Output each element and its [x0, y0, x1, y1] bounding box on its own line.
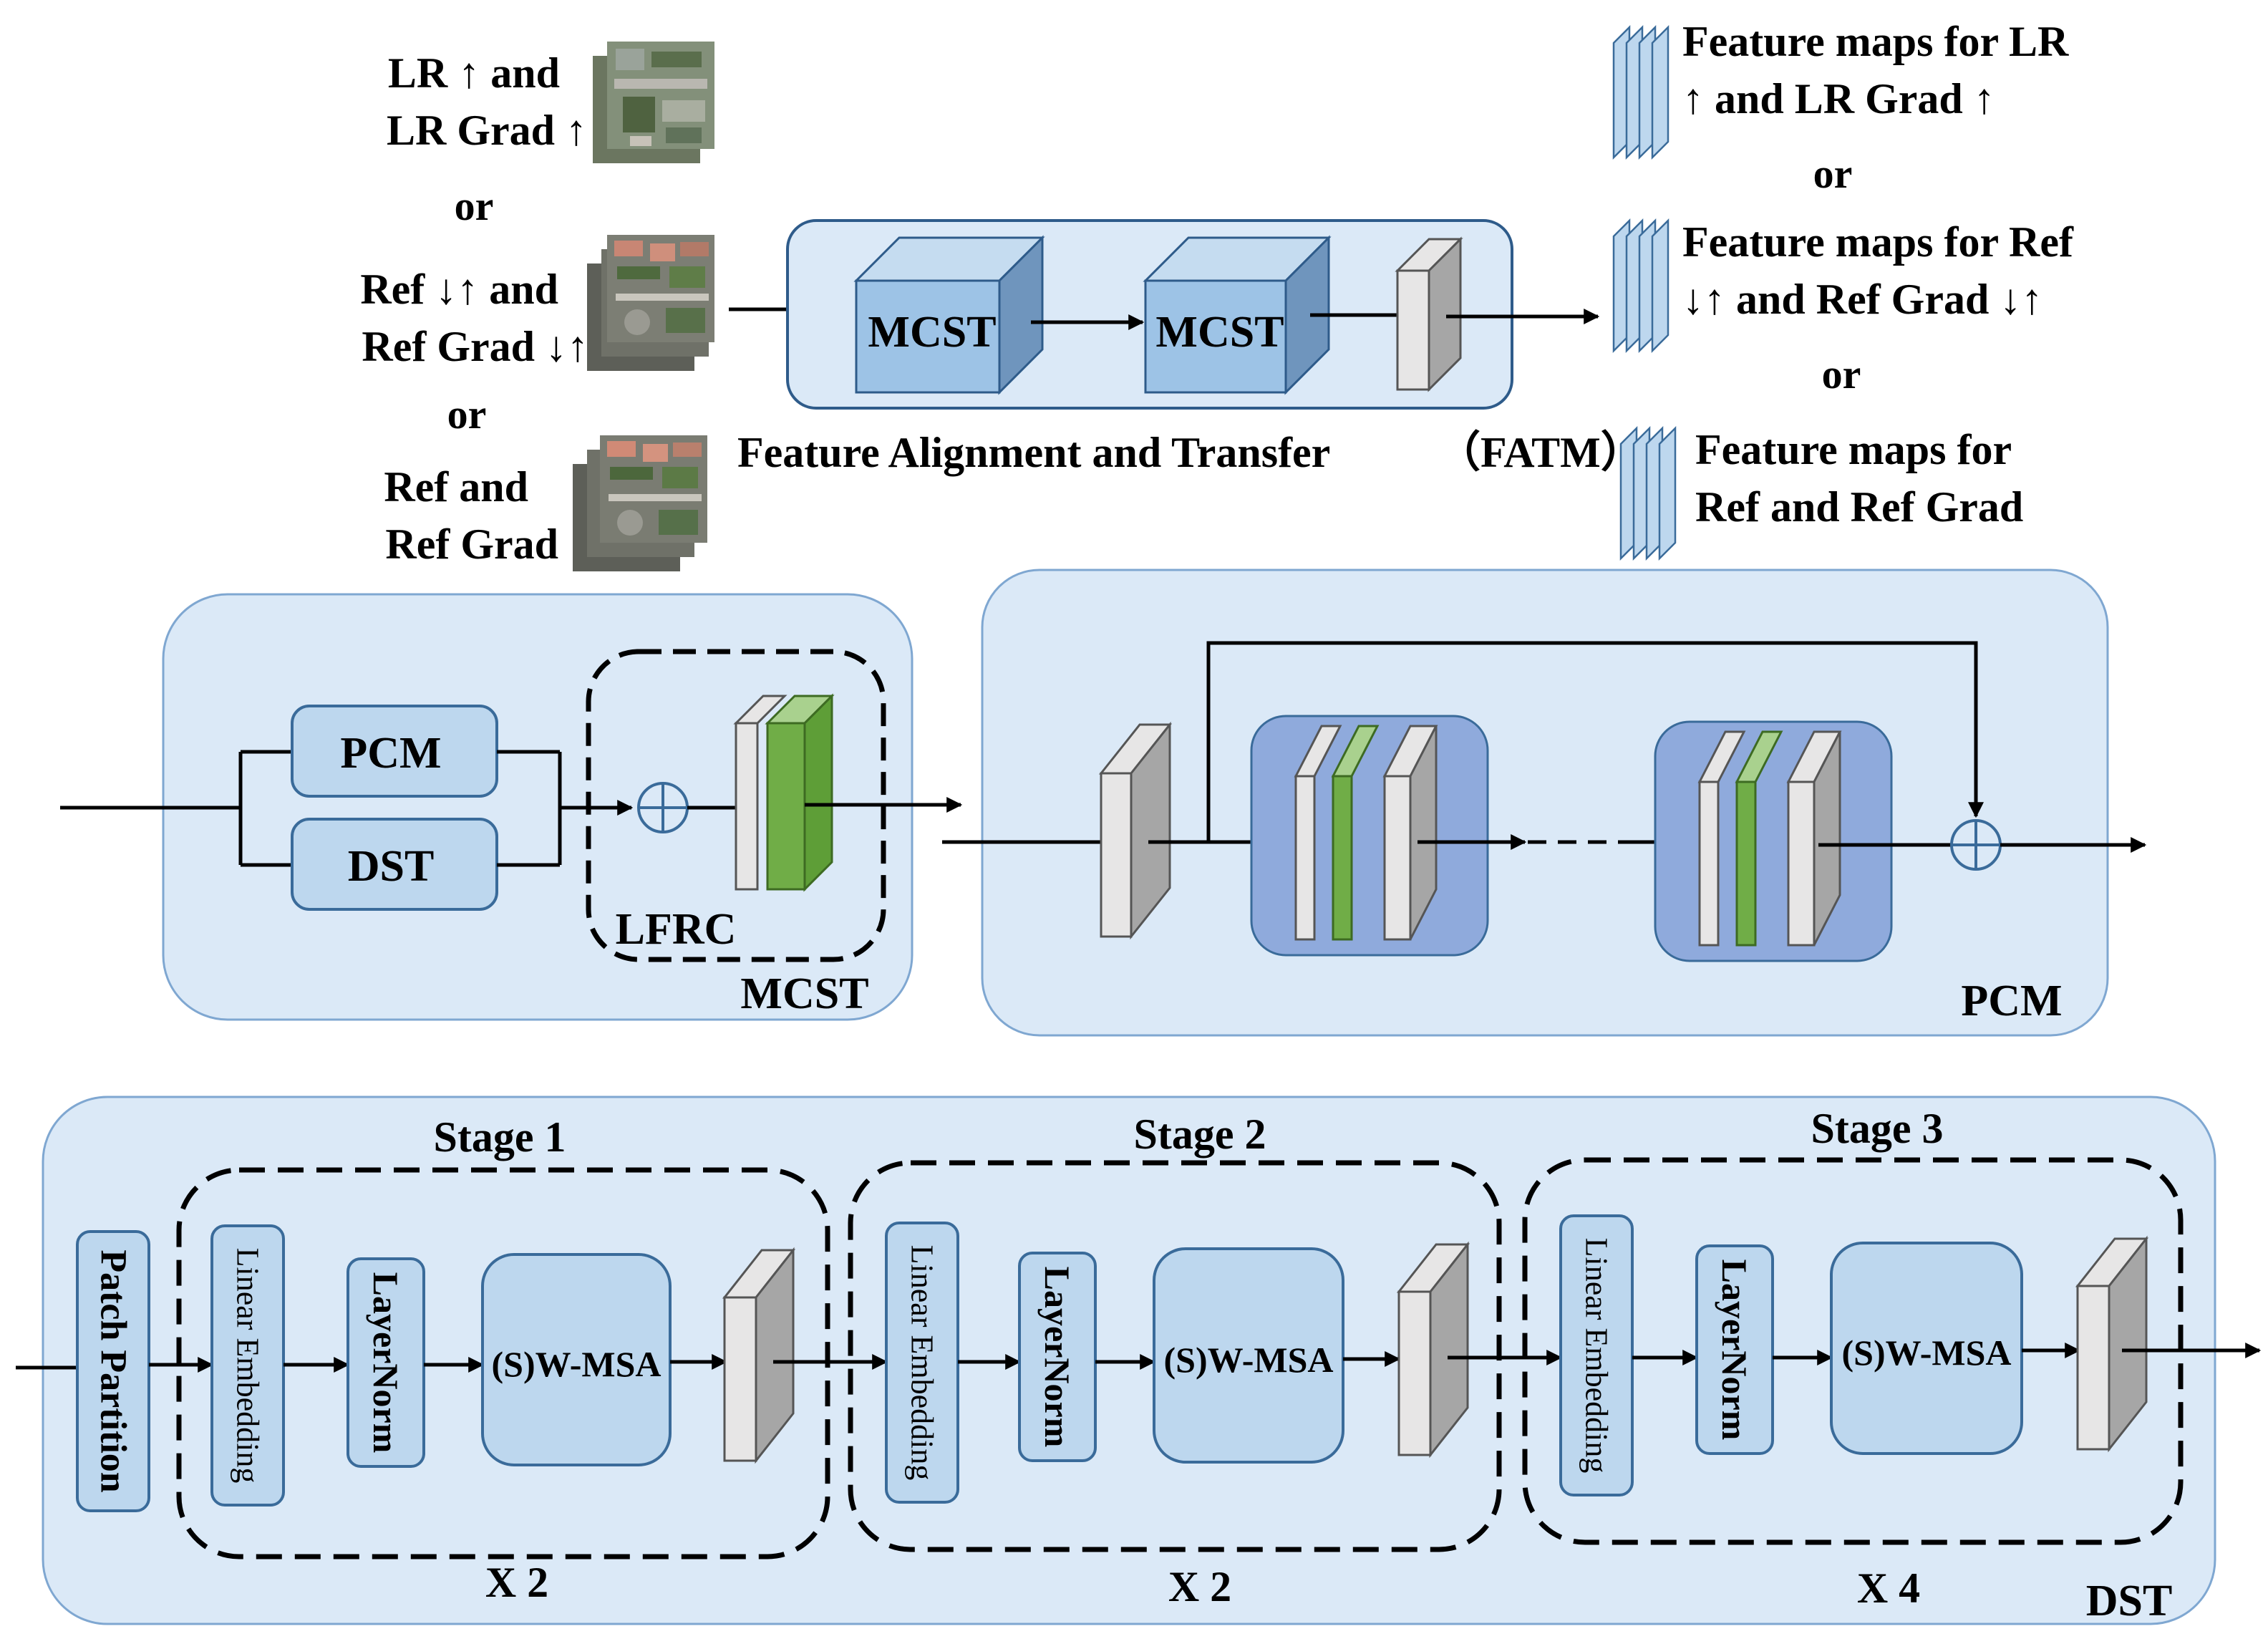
dst-title: DST	[2086, 1577, 2173, 1625]
stage-3-repeat: X 4	[1857, 1565, 1920, 1612]
lfrc-dashed-box	[586, 649, 886, 962]
stage-3-title: Stage 3	[1811, 1105, 1944, 1152]
input-or-1: or	[455, 183, 494, 229]
fatm-caption: Feature Alignment and Transfer	[737, 429, 1330, 476]
output-lr-line2: ↑ and LR Grad ↑	[1682, 75, 1995, 122]
stage-1-repeat: X 2	[485, 1559, 548, 1606]
output-ref-line2: Ref and Ref Grad	[1695, 483, 2023, 531]
satellite-image	[607, 235, 714, 342]
stage-1-layernorm-label: LayerNorm	[366, 1272, 406, 1454]
input-or-2: or	[447, 391, 487, 437]
input-lr-line1: LR ↑ and	[388, 49, 560, 97]
pcm-block-label: PCM	[340, 729, 441, 778]
stage-2-linear-label: Linear Embedding	[905, 1245, 940, 1481]
dst-block-label: DST	[348, 842, 435, 891]
lfrc-layers	[733, 693, 835, 892]
stage-2-msa-block	[1153, 1247, 1344, 1464]
output-or-2: or	[1822, 351, 1861, 397]
mcst-cube-1: MCST	[853, 235, 1045, 395]
mcst-module: PCM DST LFRC MCST	[60, 593, 963, 1021]
input-group: LR ↑ and LR Grad ↑ or Ref ↓↑ and Ref Gra…	[360, 42, 714, 571]
stage-1-title: Stage 1	[434, 1113, 566, 1161]
mcst-title: MCST	[740, 969, 868, 1018]
lfrc-label: LFRC	[616, 905, 737, 954]
input-ref-line2: Ref Grad	[385, 521, 558, 568]
stage-1-layernorm	[346, 1257, 425, 1468]
pcm-sum-node	[1950, 819, 2002, 871]
output-group: Feature maps for LR ↑ and LR Grad ↑ or F…	[1612, 18, 2074, 561]
satellite-image	[600, 435, 707, 543]
stage-3: Stage 3 Linear Embedding LayerNorm (S)W-…	[1522, 1105, 2184, 1612]
stage-3-output-layer	[2075, 1235, 2149, 1453]
dst-module: Patch Partition Stage 1 Linear Embedding…	[16, 1096, 2262, 1625]
stage-2-output-layer	[1396, 1241, 1470, 1459]
fatm-caption-abbr: （FATM）	[1438, 428, 1644, 476]
patch-partition-block	[76, 1230, 150, 1512]
stage-2-repeat: X 2	[1168, 1563, 1231, 1610]
input-refdu-line2: Ref Grad ↓↑	[362, 323, 588, 370]
fatm-module: MCST MCST Feature Alignment and Transfer…	[737, 219, 1644, 476]
pcm-block-1	[1250, 715, 1489, 957]
stage-1-output-layer	[722, 1247, 796, 1464]
lr-image-stack	[593, 42, 714, 163]
input-refdu-line1: Ref ↓↑ and	[360, 266, 558, 313]
stage-3-msa-label: (S)W-MSA	[1841, 1333, 2011, 1373]
stage-3-linear-label: Linear Embedding	[1579, 1238, 1614, 1474]
input-lr-line2: LR Grad ↑	[387, 107, 587, 154]
stage-1: Stage 1 Linear Embedding LayerNorm (S)W-…	[176, 1113, 830, 1606]
output-refdu-line1: Feature maps for Ref	[1682, 218, 2074, 266]
mcst-cube-2: MCST	[1143, 235, 1332, 395]
mcst-2-label: MCST	[1155, 308, 1284, 357]
stage-1-linear-label: Linear Embedding	[231, 1248, 266, 1484]
feature-map-stack-2	[1612, 218, 1670, 354]
pcm-title: PCM	[1961, 977, 2062, 1025]
feature-map-stack-1	[1612, 24, 1670, 160]
stage-3-layernorm-label: LayerNorm	[1715, 1259, 1755, 1441]
mcst-1-label: MCST	[868, 308, 996, 357]
refdu-image-stack	[587, 235, 714, 371]
stage-2-title: Stage 2	[1134, 1111, 1266, 1158]
stage-3-dashed-box	[1522, 1157, 2184, 1545]
stage-2-msa-label: (S)W-MSA	[1163, 1340, 1333, 1380]
ref-image-stack	[573, 435, 707, 571]
pcm-input-layer	[1098, 721, 1173, 940]
pcm-module: PCM	[942, 569, 2147, 1037]
output-refdu-line2: ↓↑ and Ref Grad ↓↑	[1682, 276, 2042, 323]
patch-partition-label: Patch Partition	[93, 1249, 134, 1492]
stage-1-msa-label: (S)W-MSA	[491, 1344, 661, 1384]
stage-3-linear-embedding	[1559, 1214, 1634, 1496]
input-ref-line1: Ref and	[384, 463, 528, 511]
stage-1-msa-block	[481, 1253, 672, 1466]
satellite-image	[607, 42, 714, 149]
pcm-block-2	[1654, 720, 1893, 962]
stage-3-msa-block	[1830, 1242, 2023, 1455]
output-lr-line1: Feature maps for LR	[1682, 18, 2069, 65]
stage-2-layernorm	[1018, 1252, 1097, 1462]
sum-node	[637, 782, 689, 833]
feature-map-stack-3	[1619, 425, 1677, 561]
stage-3-layernorm	[1695, 1244, 1774, 1455]
fatm-output-layer	[1395, 236, 1463, 392]
stage-2-layernorm-label: LayerNorm	[1037, 1267, 1077, 1448]
output-or-1: or	[1813, 150, 1853, 197]
output-ref-line1: Feature maps for	[1695, 426, 2012, 473]
